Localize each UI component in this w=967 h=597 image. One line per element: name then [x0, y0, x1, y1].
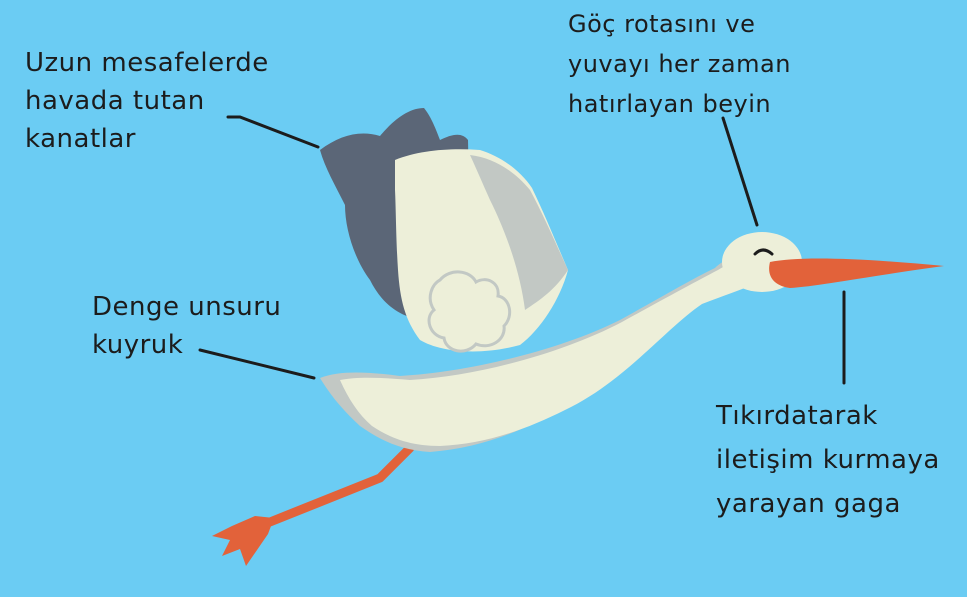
label-wings: Uzun mesafelerde havada tutan kanatlar — [25, 44, 269, 158]
label-beak-line-1: Tıkırdatarak — [716, 394, 940, 438]
label-tail-line-1: Denge unsuru — [92, 288, 281, 326]
label-brain-line-2: yuvayı her zaman — [568, 44, 791, 84]
label-tail: Denge unsuru kuyruk — [92, 288, 281, 364]
label-brain-line-3: hatırlayan beyin — [568, 84, 791, 124]
label-beak-line-2: iletişim kurmaya — [716, 438, 940, 482]
label-brain: Göç rotasını ve yuvayı her zaman hatırla… — [568, 4, 791, 124]
label-wings-line-1: Uzun mesafelerde — [25, 44, 269, 82]
label-brain-line-1: Göç rotasını ve — [568, 4, 791, 44]
label-beak-line-3: yarayan gaga — [716, 482, 940, 526]
label-wings-line-2: havada tutan — [25, 82, 269, 120]
label-beak: Tıkırdatarak iletişim kurmaya yarayan ga… — [716, 394, 940, 526]
label-tail-line-2: kuyruk — [92, 326, 281, 364]
label-wings-line-3: kanatlar — [25, 120, 269, 158]
